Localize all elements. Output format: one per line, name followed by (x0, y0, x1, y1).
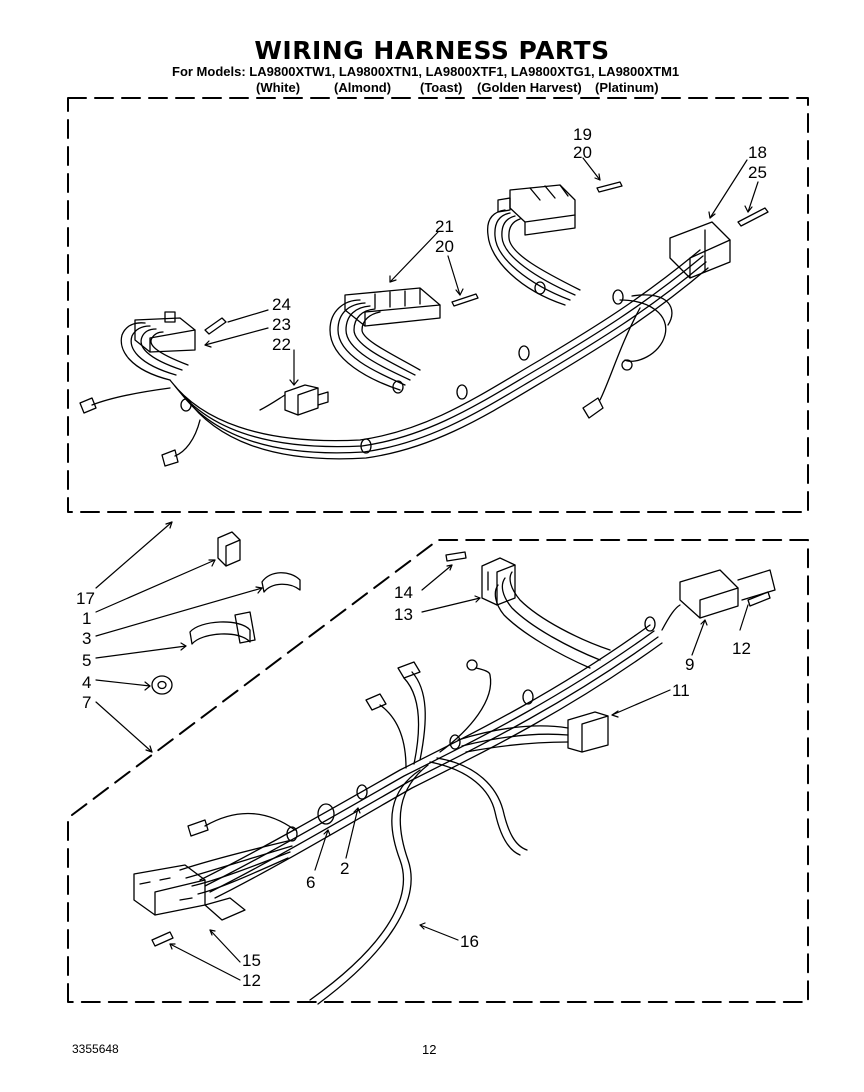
color-almond: (Almond) (334, 80, 392, 95)
color-platinum: (Platinum) (595, 80, 659, 95)
callout-20b: 20 (435, 237, 454, 256)
callout-13: 13 (394, 605, 413, 624)
lower-box-border (67, 539, 809, 1003)
callout-5: 5 (82, 651, 91, 670)
leader-lines (95, 157, 759, 981)
callout-22: 22 (272, 335, 291, 354)
callout-14: 14 (394, 583, 413, 602)
color-white: (White) (256, 80, 301, 95)
callout-20: 20 (573, 143, 592, 162)
callout-1: 1 (82, 609, 91, 628)
callout-15: 15 (242, 951, 261, 970)
callout-11: 11 (672, 681, 690, 700)
lower-harness (133, 551, 776, 1005)
models-line: For Models: LA9800XTW1, LA9800XTN1, LA98… (172, 64, 680, 79)
callout-4: 4 (82, 673, 91, 692)
upper-harness (79, 181, 769, 467)
callout-12-right: 12 (732, 639, 751, 658)
callout-6: 6 (306, 873, 315, 892)
page-number: 12 (422, 1042, 437, 1057)
loose-parts (151, 531, 301, 695)
callout-17: 17 (76, 589, 95, 608)
upper-box-border (67, 97, 809, 513)
callout-25: 25 (748, 163, 767, 182)
callout-2: 2 (340, 859, 349, 878)
callout-24: 24 (272, 295, 291, 314)
callout-3: 3 (82, 629, 91, 648)
callout-19: 19 (573, 125, 592, 144)
color-toast: (Toast) (420, 80, 463, 95)
callout-12-left: 12 (242, 971, 261, 990)
callout-21: 21 (435, 217, 454, 236)
callout-7: 7 (82, 693, 91, 712)
color-golden-harvest: (Golden Harvest) (477, 80, 582, 95)
page-title: WIRING HARNESS PARTS (254, 36, 610, 65)
callout-18: 18 (748, 143, 767, 162)
callout-23: 23 (272, 315, 291, 334)
callout-16: 16 (460, 932, 479, 951)
document-number: 3355648 (72, 1042, 119, 1056)
callouts: 19 20 18 25 21 20 24 23 22 17 1 3 5 4 7 … (76, 125, 767, 990)
callout-9: 9 (685, 655, 694, 674)
